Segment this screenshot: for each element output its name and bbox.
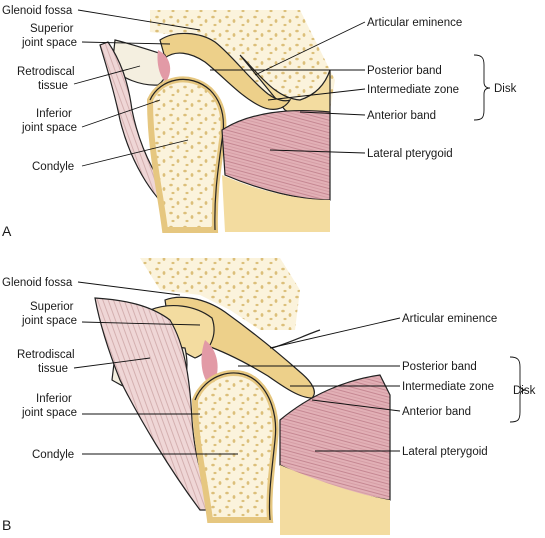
label-superior-b-2: joint space (21, 315, 77, 327)
label-superior-a-2: joint space (21, 37, 77, 49)
label-posterior-band-a: Posterior band (367, 65, 442, 77)
label-inferior-a-2: joint space (21, 122, 77, 134)
label-articular-eminence-b: Articular eminence (402, 313, 497, 325)
disk-bracket-a (473, 54, 491, 121)
label-disk-b: Disk (513, 385, 536, 397)
disk-a (159, 32, 292, 110)
label-intermediate-zone-b: Intermediate zone (402, 381, 494, 393)
label-superior-a-1: Superior (30, 23, 74, 35)
panel-letter-b: B (2, 517, 11, 533)
retrodiscal-pink-a (157, 50, 171, 82)
disk-bracket-b (509, 356, 527, 423)
lower-bone-a (222, 175, 330, 232)
label-disk-a: Disk (494, 83, 517, 95)
label-lateral-pterygoid-b: Lateral pterygoid (402, 446, 488, 458)
condyle-outline-a (149, 78, 225, 231)
condyle-outline-b (194, 372, 277, 521)
label-retrodiscal-a-2: tissue (38, 80, 68, 92)
label-retrodiscal-b-1: Retrodiscal (17, 349, 75, 361)
panel-b (94, 258, 391, 535)
temporal-bone-b (140, 258, 300, 330)
panel-a-labels: Glenoid fossa Superior joint space Retro… (2, 5, 517, 239)
label-inferior-b-2: joint space (21, 407, 77, 419)
panel-letter-a: A (2, 223, 12, 239)
label-condyle-a: Condyle (32, 161, 74, 173)
label-intermediate-zone-a: Intermediate zone (367, 84, 459, 96)
panel-a (99, 10, 335, 233)
label-anterior-band-b: Anterior band (402, 406, 471, 418)
label-superior-b-1: Superior (30, 301, 74, 313)
label-articular-eminence-a: Articular eminence (367, 17, 462, 29)
label-condyle-b: Condyle (32, 449, 74, 461)
panel-b-labels: Glenoid fossa Superior joint space Retro… (2, 277, 536, 533)
label-anterior-band-a: Anterior band (367, 110, 436, 122)
condyle-a (146, 76, 227, 233)
label-inferior-b-1: Inferior (36, 393, 72, 405)
label-glenoid-fossa-a: Glenoid fossa (2, 5, 73, 17)
label-inferior-a-1: Inferior (36, 108, 72, 120)
label-retrodiscal-b-2: tissue (38, 363, 68, 375)
label-glenoid-fossa-b: Glenoid fossa (2, 277, 73, 289)
lower-bone-b (280, 465, 390, 535)
label-posterior-band-b: Posterior band (402, 361, 477, 373)
label-retrodiscal-a-1: Retrodiscal (17, 66, 75, 78)
label-lateral-pterygoid-a: Lateral pterygoid (367, 148, 453, 160)
condyle-b (191, 369, 279, 523)
